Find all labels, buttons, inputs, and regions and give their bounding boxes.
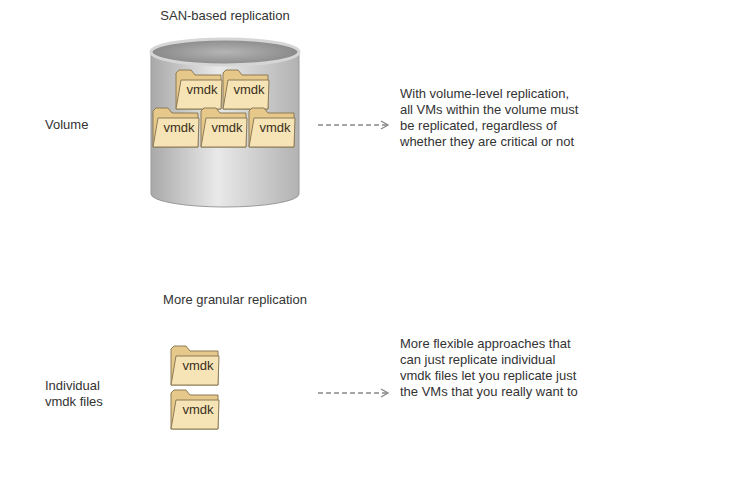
volume-node: SAN-based replicationVolumevmdkvmdkvmdkv… — [150, 38, 300, 208]
file-name: vmdk — [170, 402, 226, 418]
vmdk-file: vmdk — [222, 68, 276, 110]
file-name: vmdk — [175, 82, 229, 98]
side-label: Individual vmdk files — [45, 378, 125, 410]
file-name: vmdk — [248, 120, 302, 136]
vmdk-file: vmdk — [175, 68, 229, 110]
section-heading: More granular replication — [150, 292, 320, 308]
vmdk-file: vmdk — [200, 106, 254, 148]
description-text: More flexible approaches that can just r… — [400, 336, 585, 400]
dashed-arrow — [318, 392, 388, 393]
dashed-arrow — [318, 124, 388, 125]
section-heading: SAN-based replication — [130, 8, 320, 24]
description-text: With volume-level replication, all VMs w… — [400, 86, 585, 150]
vmdk-file: vmdk — [248, 106, 302, 148]
vmdk-file: vmdk — [170, 344, 226, 386]
file-name: vmdk — [200, 120, 254, 136]
vmdk-file: vmdk — [152, 106, 206, 148]
file-name: vmdk — [152, 120, 206, 136]
file-name: vmdk — [170, 358, 226, 374]
file-name: vmdk — [222, 82, 276, 98]
vmdk-file: vmdk — [170, 388, 226, 430]
side-label: Volume — [45, 117, 135, 133]
